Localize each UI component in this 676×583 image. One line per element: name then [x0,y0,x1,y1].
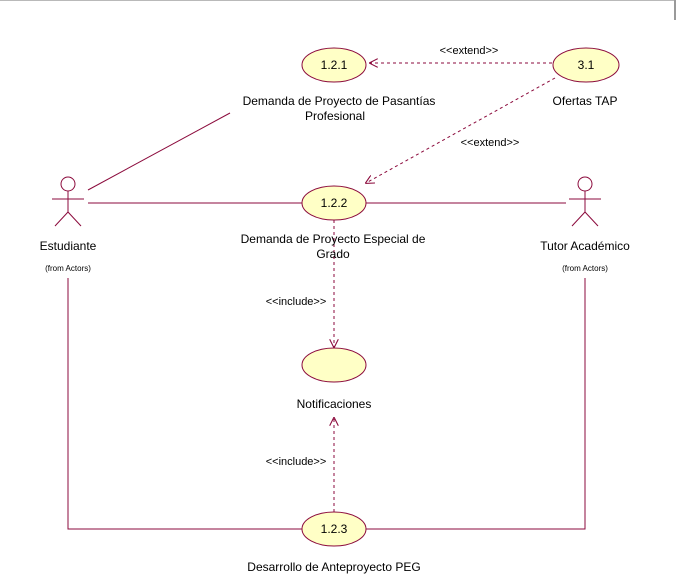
use-case-1-2-3[interactable] [301,511,367,547]
association-estudiante-1-2-3 [67,278,302,530]
use-case-1-2-1-label-line-1: Demanda de Proyecto de Pasantías [243,94,436,108]
window-right-edge [674,0,676,20]
actor-tutor-name: Tutor Académico [540,239,630,253]
use-case-3-1-number: 3.1 [578,58,595,72]
include-label-lower: <<include>> [266,456,327,468]
use-case-1-2-1[interactable] [301,47,367,83]
use-case-1-2-3-number: 1.2.3 [321,522,348,536]
actor-tutor[interactable] [569,176,601,227]
use-case-1-2-2-label-line-2: Grado [316,247,350,261]
actor-estudiante[interactable] [52,176,84,227]
use-case-notificaciones-label: Notificaciones [297,397,372,411]
use-case-1-2-1-number: 1.2.1 [321,58,348,72]
association-estudiante-1-2-1 [87,112,231,191]
use-case-1-2-2-number: 1.2.2 [321,196,348,210]
use-case-1-2-1-label-line-2: Profesional [305,109,365,123]
use-case-3-1[interactable] [552,47,620,83]
use-case-3-1-label: Ofertas TAP [553,94,618,108]
actor-estudiante-subtitle: (from Actors) [45,264,91,273]
extend-arrow-3-1-to-1-2-2 [366,77,556,183]
actor-estudiante-name: Estudiante [40,239,97,253]
extend-label-diagonal: <<extend>> [461,137,520,149]
include-label-upper: <<include>> [266,296,327,308]
extend-label-top: <<extend>> [440,45,499,57]
actor-tutor-subtitle: (from Actors) [562,264,608,273]
use-case-notificaciones[interactable] [301,347,367,383]
use-case-1-2-3-label: Desarrollo de Anteproyecto PEG [247,560,420,574]
association-tutor-1-2-3 [366,278,586,530]
use-case-1-2-2[interactable] [301,185,367,221]
use-case-1-2-2-label-line-1: Demanda de Proyecto Especial de [241,232,426,246]
window-top-edge [0,0,676,1]
